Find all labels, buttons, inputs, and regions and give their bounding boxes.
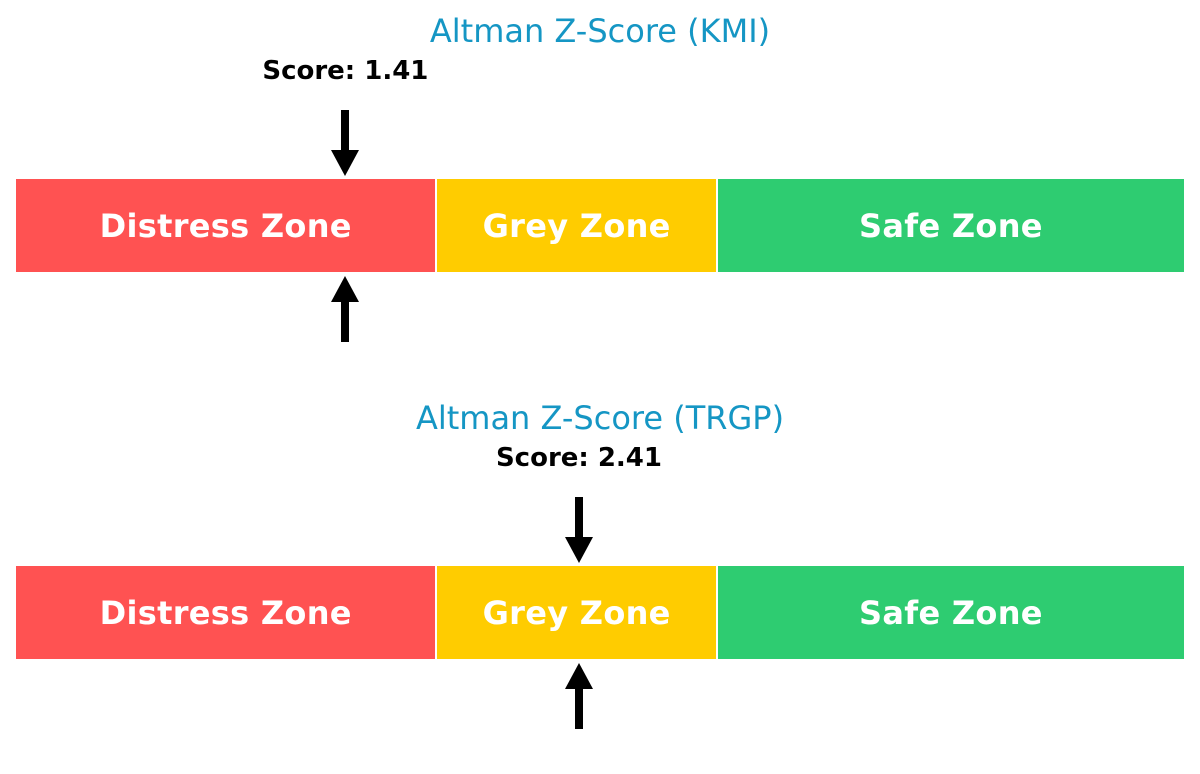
score-arrow-down-icon bbox=[564, 497, 593, 563]
zscore-panel-trgp: Altman Z-Score (TRGP) Score: 2.41 Distre… bbox=[0, 387, 1200, 767]
zone-label: Grey Zone bbox=[482, 593, 671, 632]
zone-bar: Distress Zone Grey Zone Safe Zone bbox=[16, 566, 1184, 659]
zone-safe: Safe Zone bbox=[717, 179, 1184, 272]
score-label: Score: 1.41 bbox=[262, 56, 429, 86]
zone-safe: Safe Zone bbox=[717, 566, 1184, 659]
zone-label: Safe Zone bbox=[859, 206, 1043, 245]
zone-label: Distress Zone bbox=[99, 206, 352, 245]
chart-title: Altman Z-Score (TRGP) bbox=[415, 399, 785, 437]
zone-grey: Grey Zone bbox=[437, 566, 716, 659]
score-arrow-down-icon bbox=[331, 110, 360, 176]
zone-grey: Grey Zone bbox=[437, 179, 716, 272]
zone-bar: Distress Zone Grey Zone Safe Zone bbox=[16, 179, 1184, 272]
zone-distress: Distress Zone bbox=[16, 566, 436, 659]
zone-label: Grey Zone bbox=[482, 206, 671, 245]
score-arrow-up-icon bbox=[331, 276, 360, 342]
zone-label: Distress Zone bbox=[99, 593, 352, 632]
score-arrow-up-icon bbox=[564, 663, 593, 729]
zone-distress: Distress Zone bbox=[16, 179, 436, 272]
chart-title: Altman Z-Score (KMI) bbox=[429, 12, 771, 50]
zone-label: Safe Zone bbox=[859, 593, 1043, 632]
zscore-panel-kmi: Altman Z-Score (KMI) Score: 1.41 Distres… bbox=[0, 0, 1200, 380]
score-label: Score: 2.41 bbox=[495, 443, 662, 473]
